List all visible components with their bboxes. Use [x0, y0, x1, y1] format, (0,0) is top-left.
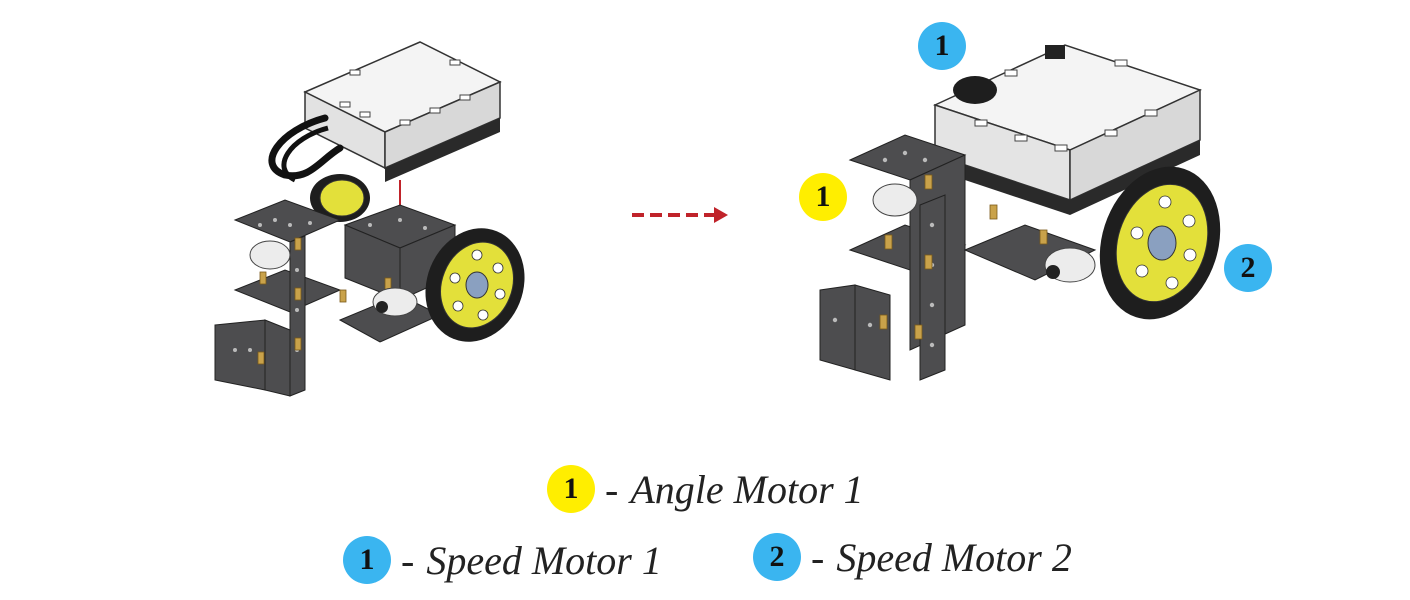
legend-item-speed-motor-2: 2 - Speed Motor 2: [753, 533, 1072, 581]
legend-item-speed-motor-1: 1 - Speed Motor 1: [343, 536, 662, 584]
screws: [257, 237, 392, 365]
legend-badge-yellow: 1: [547, 465, 595, 513]
cable: [268, 114, 344, 180]
angle-motor-1-badge: 1: [799, 173, 847, 221]
legend-separator: -: [401, 537, 415, 583]
rear-wheel: [310, 174, 370, 222]
controller-module: [932, 44, 1203, 215]
screws: [879, 174, 1048, 340]
motors: [249, 240, 418, 317]
legend-separator: -: [605, 466, 619, 512]
legend-item-angle-motor-1: 1 - Angle Motor 1: [547, 465, 864, 513]
legend-badge-blue: 2: [753, 533, 801, 581]
legend-label: Speed Motor 1: [426, 537, 662, 583]
front-wheel: [1099, 166, 1221, 320]
legend-separator: -: [811, 534, 825, 580]
legend-label: Angle Motor 1: [630, 466, 864, 512]
speed-motor-1-badge: 1: [918, 22, 966, 70]
controller-module: [303, 41, 502, 182]
robot-before-illustration: [214, 41, 525, 397]
legend-label: Speed Motor 2: [836, 534, 1072, 580]
front-wheel: [425, 228, 525, 342]
legend-badge-blue: 1: [343, 536, 391, 584]
speed-motor-2-badge: 2: [1224, 244, 1272, 292]
chassis-plates: [214, 199, 457, 397]
motors: [872, 183, 1096, 283]
arrow-head: [714, 207, 728, 223]
transition-arrow: [632, 207, 728, 223]
robot-after-illustration: [819, 44, 1221, 381]
